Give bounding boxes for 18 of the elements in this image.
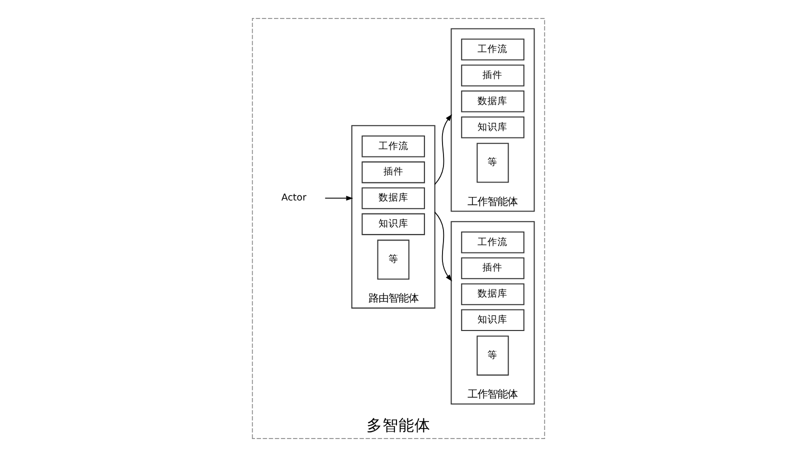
node-box: 插件 bbox=[460, 257, 524, 280]
node-box: 工作流 bbox=[460, 231, 524, 254]
node-box: 工作流 bbox=[460, 38, 524, 60]
node-box: 知识库 bbox=[460, 116, 524, 138]
node-text: Actor bbox=[280, 192, 306, 204]
arrow bbox=[324, 196, 353, 201]
node-box: 等 bbox=[476, 336, 508, 376]
node-box: 工作流 bbox=[361, 135, 424, 158]
node-box: 数据库 bbox=[460, 90, 524, 112]
node-box: 数据库 bbox=[460, 283, 524, 306]
arrow bbox=[434, 212, 452, 282]
node-box: 等 bbox=[376, 240, 409, 280]
node-box: 插件 bbox=[361, 161, 424, 184]
node-box: 数据库 bbox=[361, 187, 424, 210]
node-box: 插件 bbox=[460, 64, 524, 86]
node-box: 知识库 bbox=[361, 213, 424, 236]
node-box: 等 bbox=[476, 142, 508, 183]
node-box: 知识库 bbox=[460, 309, 524, 332]
